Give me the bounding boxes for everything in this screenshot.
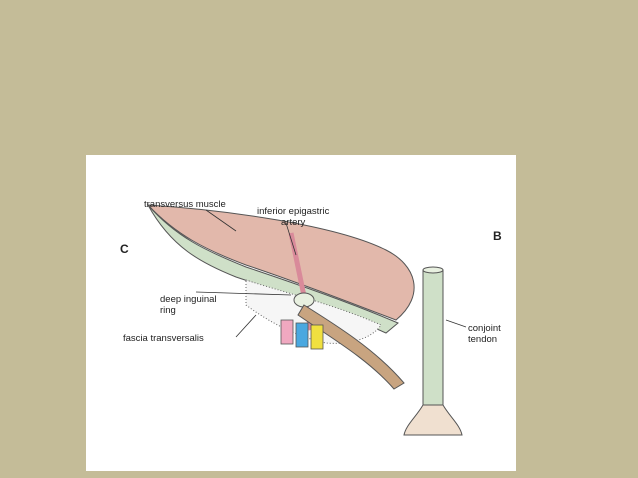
fascia-band [147,204,399,334]
leader-transversus [205,209,237,232]
conjoint-tendon-top [422,266,444,274]
pink-vessel [280,319,294,345]
label-inferior-epigastric-artery: inferior epigastric artery [257,206,330,228]
tendon-base [403,404,463,436]
conjoint-tendon-column [422,269,444,406]
inguinal-diagram [146,204,467,436]
panel-label-b: B [493,229,502,243]
leader-artery [285,222,297,256]
leader-fascia [235,314,257,338]
panel-label-c: C [120,242,129,256]
yellow-vessel [310,324,324,350]
transversus-muscle [146,204,415,321]
anatomy-figure: transversus muscle inferior epigastric a… [86,155,516,471]
label-deep-inguinal-ring: deep inguinal ring [160,294,217,316]
leader-conjoint [445,319,467,328]
label-fascia-transversalis: fascia transversalis [123,333,204,344]
label-transversus-muscle: transversus muscle [144,199,226,210]
label-conjoint-tendon: conjoint tendon [468,323,501,345]
leader-deep-ring [195,291,292,296]
blue-vessel [295,322,309,348]
